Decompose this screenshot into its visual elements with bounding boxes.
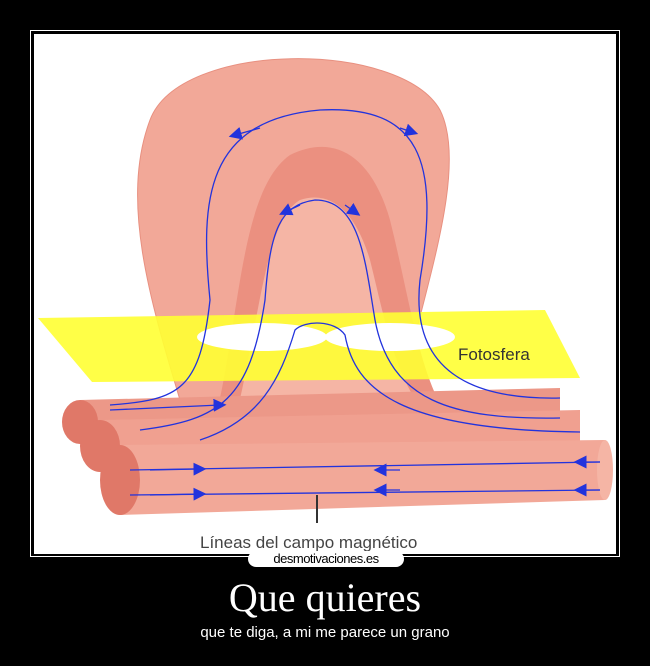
watermark: desmotivaciones.es xyxy=(248,551,404,567)
field-lines-label: Líneas del campo magnético xyxy=(200,533,417,552)
flux-tubes xyxy=(62,388,613,515)
field-lines xyxy=(109,109,601,501)
photosphere-label: Fotosfera xyxy=(458,345,530,364)
poster-subtitle: que te diga, a mi me parece un grano xyxy=(200,624,450,641)
magnetic-loop-diagram: Fotosfera Líneas del campo magnético xyxy=(34,34,616,554)
poster-title: Que quieres xyxy=(228,575,422,620)
plate-hole-left xyxy=(197,323,327,351)
plate-hole-right xyxy=(325,323,455,351)
